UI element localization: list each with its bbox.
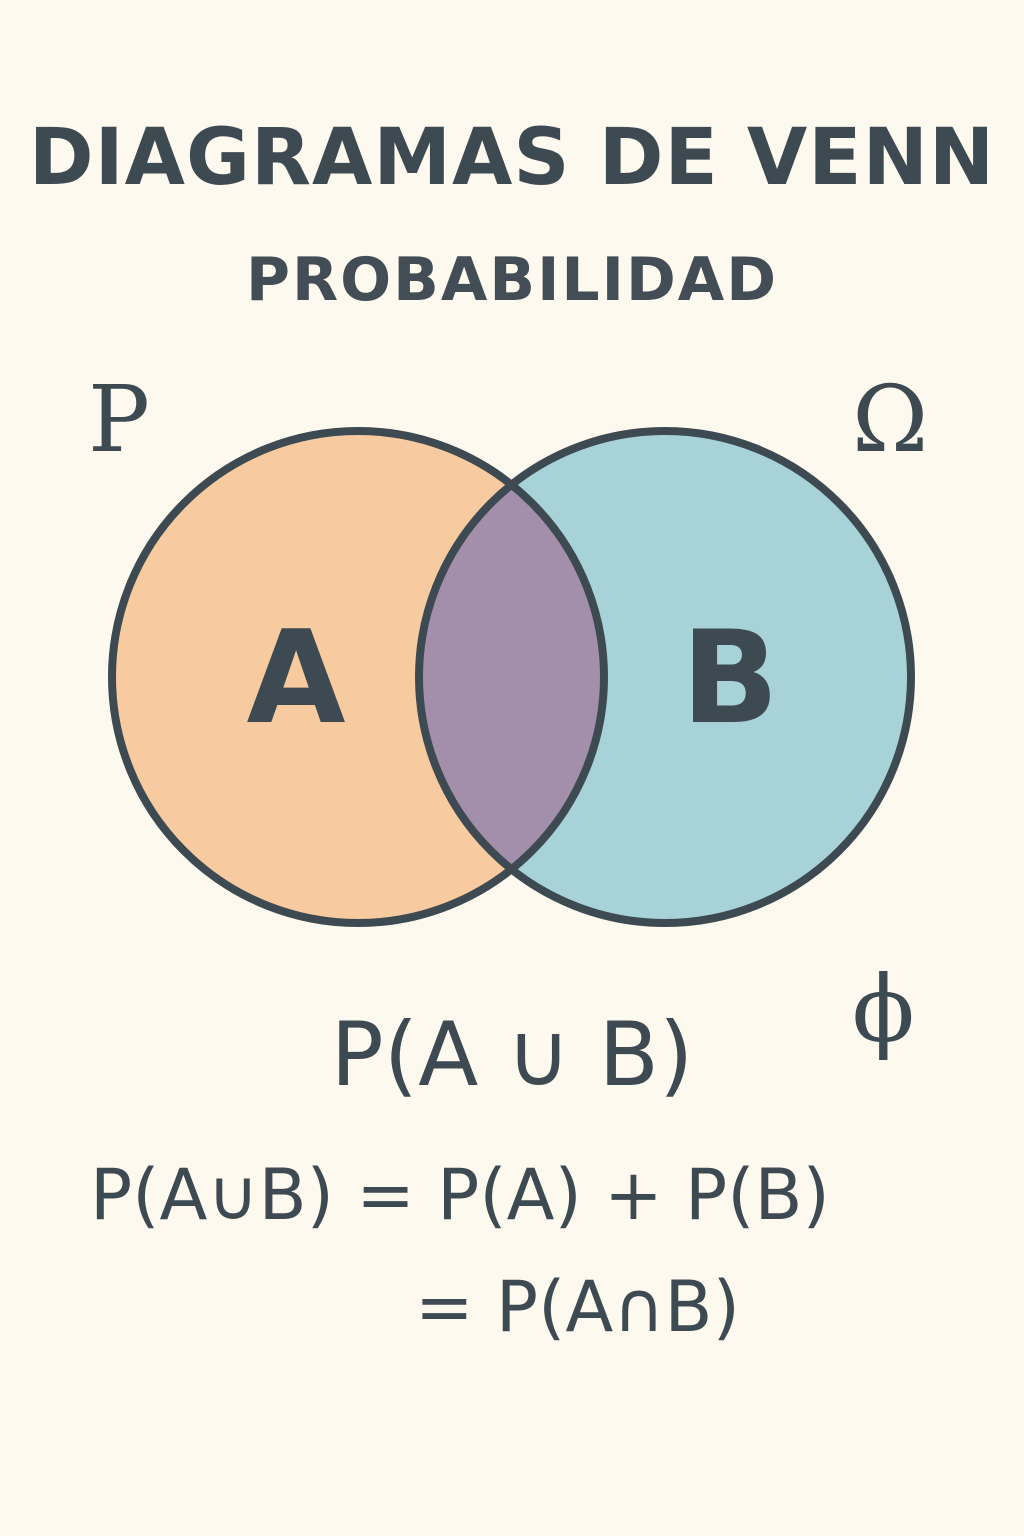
set-a-label: A xyxy=(246,604,345,753)
union-rule-line-2: = P(A∩B) xyxy=(415,1266,740,1348)
empty-set-symbol: ϕ xyxy=(852,956,915,1063)
probability-symbol: P xyxy=(88,366,150,473)
page-title: DIAGRAMAS DE VENN xyxy=(28,113,996,203)
union-rule-line-1: P(A∪B) = P(A) + P(B) xyxy=(90,1154,830,1236)
set-b-outline xyxy=(415,427,915,927)
set-b-label: B xyxy=(681,604,779,753)
page-subtitle: PROBABILIDAD xyxy=(245,245,778,315)
set-a-outline xyxy=(108,427,608,927)
intersection-region xyxy=(419,431,604,923)
union-formula: P(A ∪ B) xyxy=(330,1003,694,1106)
sample-space-symbol: Ω xyxy=(852,366,929,473)
